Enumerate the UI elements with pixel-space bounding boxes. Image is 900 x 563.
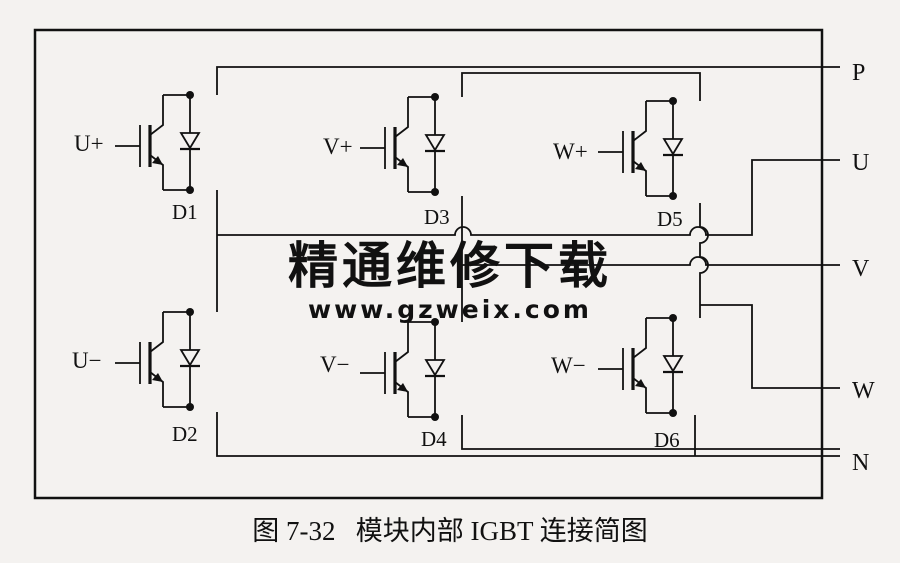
igbt-v-minus bbox=[360, 318, 446, 421]
p-bus-v bbox=[461, 72, 701, 101]
watermark-url: www.gzweix.com bbox=[308, 295, 592, 324]
emitter-rail bbox=[163, 373, 191, 408]
gate-label-v-plus: V+ bbox=[323, 134, 353, 159]
figure-caption: 图 7-32 模块内部 IGBT 连接简图 bbox=[252, 516, 648, 546]
junction-dot-top bbox=[431, 318, 439, 326]
collector-lead bbox=[149, 95, 164, 136]
terminal-v: V bbox=[852, 256, 870, 282]
gate-label-u-minus: U− bbox=[72, 348, 102, 373]
emitter-rail bbox=[646, 379, 674, 414]
terminal-p: P bbox=[852, 60, 865, 86]
collector-rail bbox=[646, 100, 674, 131]
igbt-v-plus bbox=[360, 93, 446, 196]
emitter-arrow bbox=[635, 379, 646, 388]
w-upper-drop bbox=[699, 203, 709, 318]
collector-lead bbox=[632, 318, 647, 359]
collector-rail bbox=[163, 94, 191, 125]
collector-lead bbox=[394, 97, 409, 138]
collector-rail bbox=[408, 96, 436, 127]
diode-triangle bbox=[662, 138, 684, 156]
emitter-rail bbox=[163, 156, 191, 191]
gate-label-w-plus: W+ bbox=[553, 139, 588, 164]
diode-label-d1: D1 bbox=[172, 200, 198, 224]
wiring bbox=[216, 66, 840, 457]
junction-dot-top bbox=[431, 93, 439, 101]
collector-lead bbox=[394, 322, 409, 363]
emitter-arrow bbox=[397, 383, 408, 392]
gate-label-v-minus: V− bbox=[320, 352, 350, 377]
collector-lead bbox=[149, 312, 164, 353]
junction-dot-bottom bbox=[431, 188, 439, 196]
diode-label-d3: D3 bbox=[424, 205, 450, 229]
diode-label-d2: D2 bbox=[172, 422, 198, 446]
igbt-u-minus bbox=[115, 308, 201, 411]
igbt-u-plus bbox=[115, 91, 201, 194]
n-bus-v bbox=[461, 415, 840, 450]
v-phase-line bbox=[461, 196, 840, 266]
diode-triangle bbox=[424, 359, 446, 377]
terminal-n: N bbox=[852, 450, 869, 476]
junction-dot-bottom bbox=[186, 403, 194, 411]
junction-dot-bottom bbox=[431, 413, 439, 421]
junction-dot-bottom bbox=[669, 409, 677, 417]
collector-lead bbox=[632, 101, 647, 142]
junction-dot-top bbox=[669, 97, 677, 105]
diode-label-d6: D6 bbox=[654, 428, 680, 452]
junction-dot-top bbox=[669, 314, 677, 322]
emitter-arrow bbox=[635, 162, 646, 171]
module-border bbox=[33, 28, 824, 500]
emitter-arrow bbox=[397, 158, 408, 167]
igbt-w-plus bbox=[598, 97, 684, 200]
emitter-rail bbox=[408, 383, 436, 418]
w-phase-line bbox=[700, 304, 840, 389]
diode-triangle bbox=[179, 132, 201, 150]
emitter-rail bbox=[646, 162, 674, 197]
diode-label-d4: D4 bbox=[421, 427, 447, 451]
junction-dot-bottom bbox=[669, 192, 677, 200]
junction-dot-top bbox=[186, 91, 194, 99]
gate-label-u-plus: U+ bbox=[74, 131, 104, 156]
watermark: 精通维修下载 www.gzweix.com bbox=[288, 237, 612, 324]
gate-label-w-minus: W− bbox=[551, 353, 586, 378]
diode-triangle bbox=[179, 349, 201, 367]
n-bus bbox=[216, 412, 840, 457]
igbt-w-minus bbox=[598, 314, 684, 417]
p-bus bbox=[216, 66, 840, 95]
terminal-u: U bbox=[852, 150, 869, 176]
junction-dot-top bbox=[186, 308, 194, 316]
junction-dot-bottom bbox=[186, 186, 194, 194]
terminal-w: W bbox=[852, 378, 875, 404]
diode-triangle bbox=[662, 355, 684, 373]
collector-rail bbox=[163, 311, 191, 342]
diode-triangle bbox=[424, 134, 446, 152]
emitter-rail bbox=[408, 158, 436, 193]
collector-rail bbox=[646, 317, 674, 348]
emitter-arrow bbox=[152, 373, 163, 382]
collector-rail bbox=[408, 321, 436, 352]
watermark-title: 精通维修下载 bbox=[288, 237, 612, 295]
diode-label-d5: D5 bbox=[657, 207, 683, 231]
emitter-arrow bbox=[152, 156, 163, 165]
u-phase-line bbox=[217, 159, 840, 236]
